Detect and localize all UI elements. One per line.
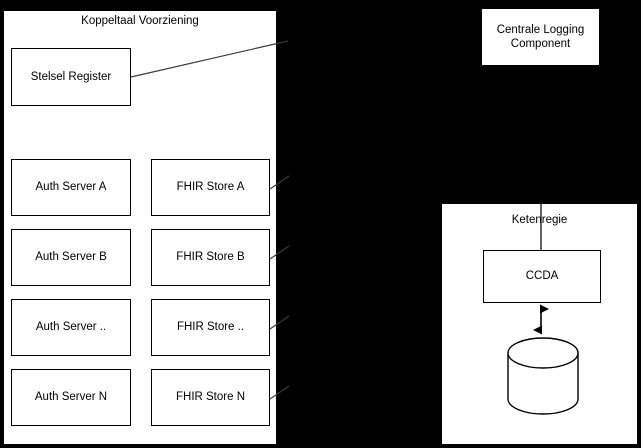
container-koppeltaal-voorziening-title: Koppeltaal Voorziening — [81, 15, 199, 27]
node-fhir-store-n[interactable]: FHIR Store N — [151, 369, 270, 426]
node-auth-server-dots[interactable]: Auth Server .. — [11, 299, 131, 356]
node-fhir-store-dots[interactable]: FHIR Store .. — [151, 299, 270, 356]
node-auth-server-n-label: Auth Server N — [34, 391, 108, 404]
container-ketenregie-title: Ketenregie — [511, 214, 568, 226]
node-auth-server-b[interactable]: Auth Server B — [11, 229, 131, 286]
node-centrale-logging-component-label: Centrale Logging Component — [496, 23, 585, 50]
node-ccda-label: CCDA — [525, 270, 559, 283]
node-fhir-store-a[interactable]: FHIR Store A — [151, 159, 270, 216]
node-ccda[interactable]: CCDA — [483, 250, 601, 303]
node-centrale-logging-component[interactable]: Centrale Logging Component — [481, 8, 600, 66]
node-auth-server-dots-label: Auth Server .. — [35, 321, 107, 334]
node-auth-server-a[interactable]: Auth Server A — [11, 159, 131, 216]
node-fhir-store-b[interactable]: FHIR Store B — [151, 229, 270, 286]
container-ketenregie[interactable] — [441, 203, 638, 445]
node-stelsel-register-label: Stelsel Register — [30, 70, 112, 83]
node-stelsel-register[interactable]: Stelsel Register — [11, 48, 131, 106]
node-fhir-store-dots-label: FHIR Store .. — [176, 321, 245, 334]
node-auth-server-b-label: Auth Server B — [35, 251, 107, 264]
node-auth-server-n[interactable]: Auth Server N — [11, 369, 131, 426]
node-auth-server-a-label: Auth Server A — [35, 181, 107, 194]
node-fhir-store-a-label: FHIR Store A — [176, 181, 245, 194]
node-fhir-store-b-label: FHIR Store B — [176, 251, 245, 264]
node-fhir-store-n-label: FHIR Store N — [175, 391, 245, 404]
